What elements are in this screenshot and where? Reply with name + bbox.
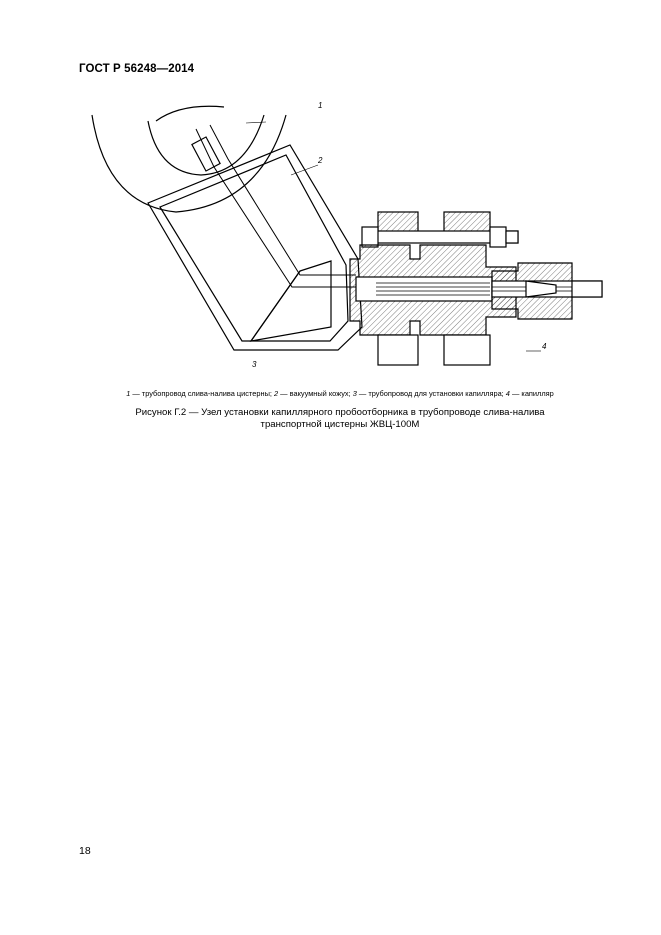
callout-1: 1 xyxy=(318,101,322,110)
callout-2: 2 xyxy=(317,156,323,165)
nut-left xyxy=(361,226,379,248)
flange-bore xyxy=(355,276,493,302)
nut-right xyxy=(489,226,507,248)
capillary-fitting xyxy=(191,136,221,172)
callout-3: 3 xyxy=(252,360,257,369)
legend-text-3: — трубопровод для установки капилляра; xyxy=(356,389,506,398)
cone-insert xyxy=(249,260,332,342)
ferrule xyxy=(525,280,557,298)
main-pipe-outer xyxy=(91,114,287,213)
document-header: ГОСТ Р 56248—2014 xyxy=(79,63,195,75)
callout-4: 4 xyxy=(542,342,547,351)
page-number: 18 xyxy=(79,845,91,857)
legend-num-3: 3 xyxy=(352,389,357,398)
flange-left-bottom xyxy=(377,334,419,366)
legend-num-1: 1 xyxy=(126,389,131,398)
vacuum-jacket-inner xyxy=(159,154,349,342)
flange-right-bottom xyxy=(443,334,491,366)
legend-text-2: — вакуумный кожух; xyxy=(278,389,353,398)
main-pipe-inner-arc xyxy=(147,114,265,176)
legend-num-2: 2 xyxy=(274,389,279,398)
legend-text-1: — трубопровод слива-налива цистерны; xyxy=(130,389,274,398)
drawing-svg: 1 2 3 4 xyxy=(91,101,603,369)
figure-caption: Рисунок Г.2 — Узел установки капиллярног… xyxy=(60,407,620,431)
bolt-right-end xyxy=(505,230,519,244)
capillary-tube xyxy=(195,128,356,288)
capillary-end xyxy=(571,280,603,298)
technical-drawing: 1 2 3 4 xyxy=(86,95,606,375)
figure-legend: 1 — трубопровод слива-налива цистерны; 2… xyxy=(60,389,620,398)
caption-line-1: Рисунок Г.2 — Узел установки капиллярног… xyxy=(135,407,545,418)
caption-line-2: транспортной цистерны ЖВЦ-100М xyxy=(260,419,420,430)
legend-text-4: — капилляр xyxy=(509,389,554,398)
legend-num-4: 4 xyxy=(505,389,510,398)
jacket-top-line xyxy=(155,105,225,122)
